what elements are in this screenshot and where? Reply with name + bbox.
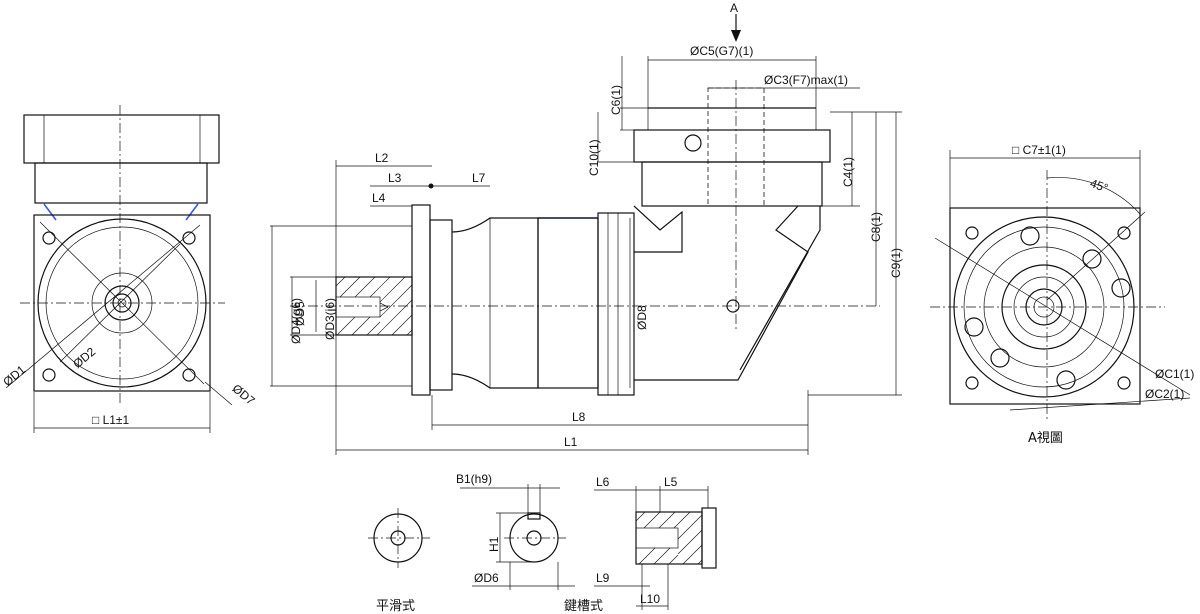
keyed-shaft-detail	[460, 484, 575, 590]
l2-label: L2	[375, 151, 389, 165]
d8-label: ØD8	[635, 305, 649, 330]
l1-square-label: □ L1±1	[92, 413, 130, 427]
c4-label: C4(1)	[841, 157, 855, 187]
b1-label: B1(h9)	[456, 472, 492, 486]
l6-label: L6	[596, 475, 610, 489]
main-dimension-lines	[270, 56, 902, 455]
d1-label: ØD1	[0, 362, 28, 389]
view-arrow-label: A	[730, 1, 738, 15]
l7-label: L7	[472, 171, 486, 185]
l4-label: L4	[372, 191, 386, 205]
l9-label: L9	[596, 571, 610, 585]
c2-label: ØC2(1)	[1145, 387, 1184, 401]
l5-label: L5	[664, 475, 678, 489]
h1-label: H1	[487, 536, 501, 552]
c5-label: ØC5(G7)(1)	[690, 44, 753, 58]
d4-label: ØD4(g6)	[289, 298, 303, 344]
c1-label: ØC1(1)	[1155, 367, 1194, 381]
angle-45-label: 45°	[1088, 176, 1110, 195]
d6-label: ØD6	[474, 571, 499, 585]
l8-label: L8	[572, 410, 586, 424]
keyed-shaft-label: 鍵槽式	[564, 598, 603, 614]
l10-label: L10	[640, 592, 660, 606]
l1-label: L1	[564, 435, 578, 449]
d3-label: ØD3(j6)	[323, 298, 337, 340]
left-end-view	[5, 105, 233, 433]
keyed-shaft-section	[594, 486, 717, 610]
c3-label: ØC3(F7)max(1)	[764, 73, 848, 87]
c6-label: C6(1)	[609, 85, 623, 115]
d7-label: ØD7	[230, 381, 258, 408]
smooth-shaft-label: 平滑式	[376, 599, 415, 614]
smooth-shaft-detail	[368, 508, 430, 568]
c9-label: C9(1)	[889, 248, 903, 278]
d2-label: ØD2	[70, 344, 98, 371]
main-side-view	[290, 14, 880, 396]
a-view	[930, 150, 1191, 420]
a-view-title: A視圖	[1028, 431, 1063, 446]
c10-label: C10(1)	[587, 139, 601, 176]
c7-label: □ C7±1(1)	[1012, 143, 1066, 157]
d5-label: ØD5	[293, 301, 307, 326]
c8-label: C8(1)	[869, 212, 883, 242]
l3-label: L3	[388, 171, 402, 185]
